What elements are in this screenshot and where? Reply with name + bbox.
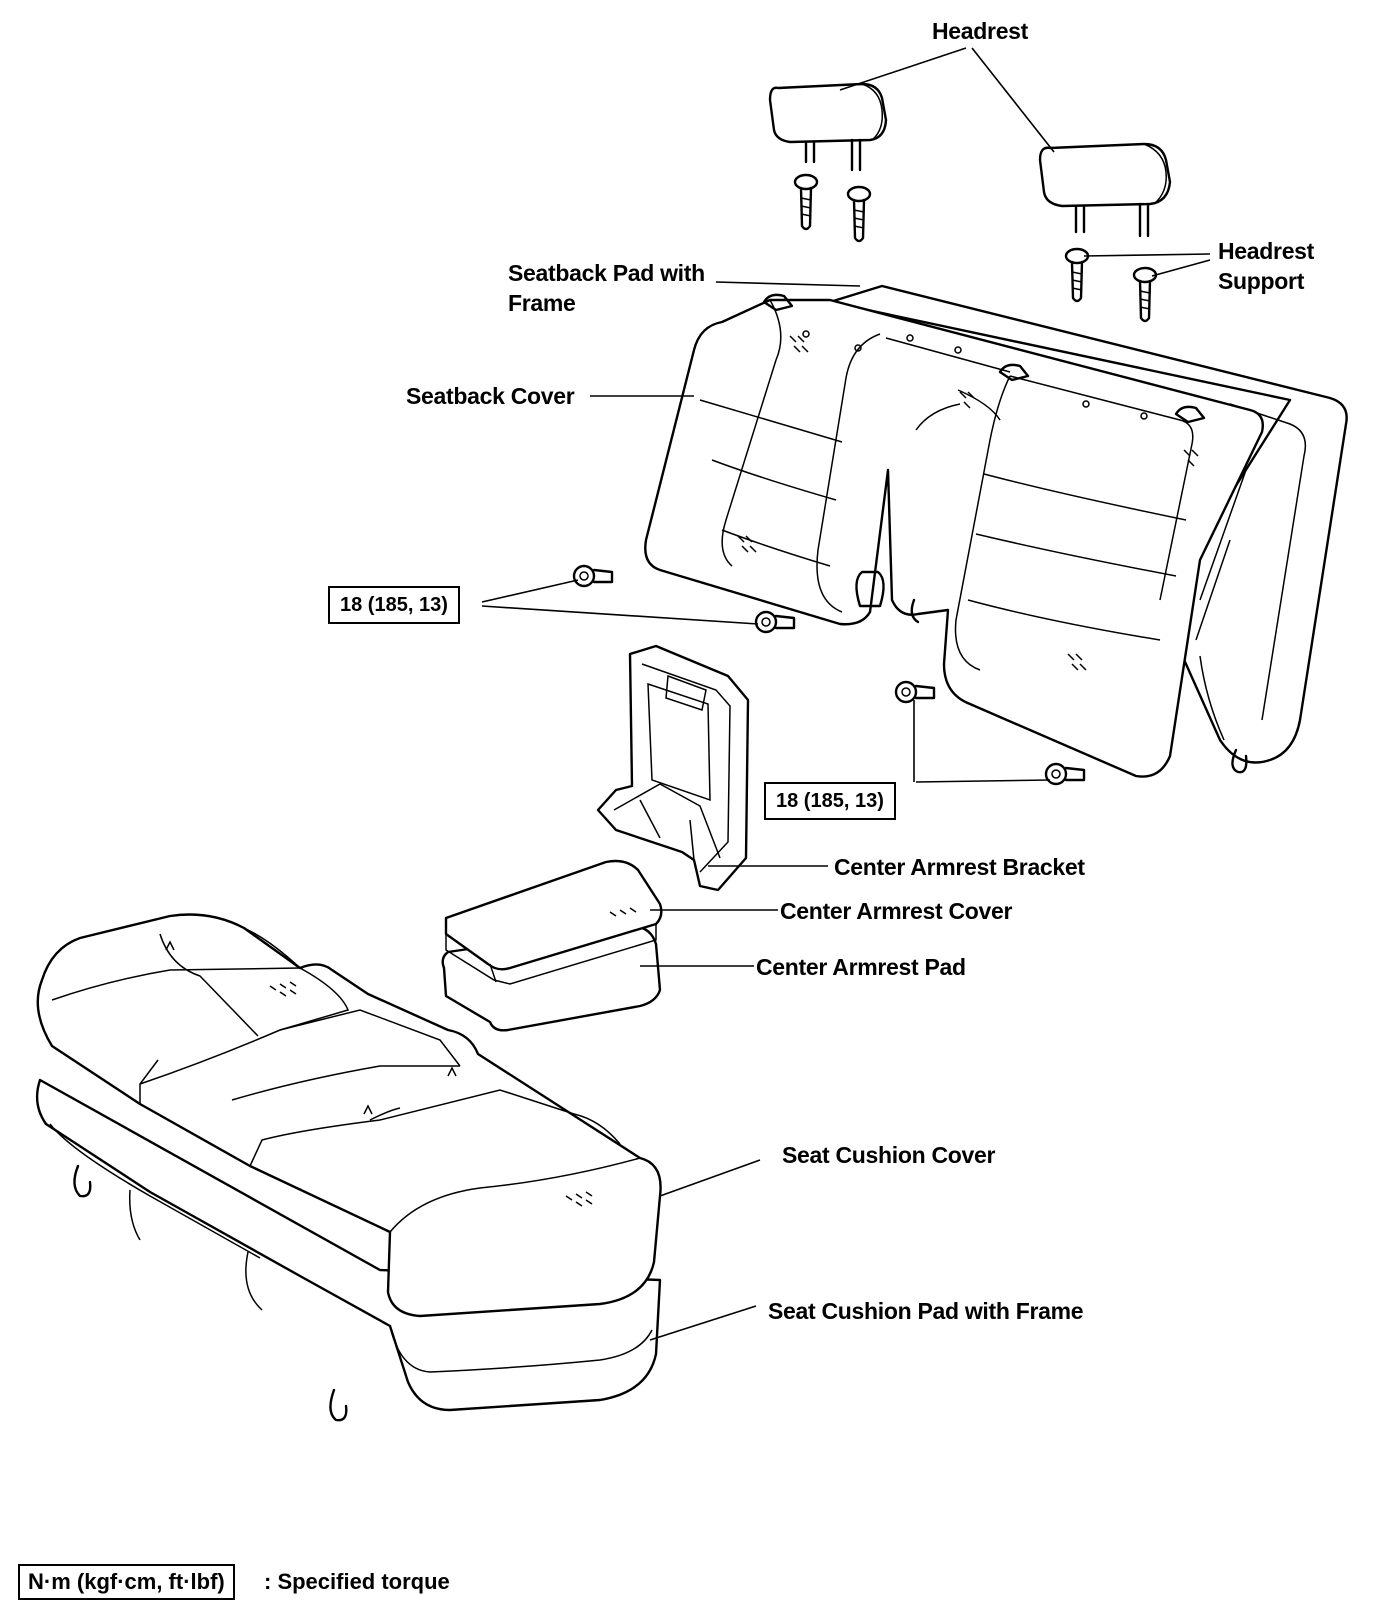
label-headrest-support-line1: Headrest: [1218, 238, 1315, 264]
label-seatback-pad-line2: Frame: [508, 290, 576, 316]
leader-lines: [481, 47, 1211, 1341]
bolt-upper-left: [572, 564, 614, 588]
label-seat-cushion-cover: Seat Cushion Cover: [782, 1142, 996, 1168]
torque-box-right: 18 (185, 13): [764, 782, 896, 820]
label-seatback-pad-line1: Seatback Pad with: [508, 260, 705, 286]
headrest-support-left-2: [846, 185, 872, 243]
bolt-right: [1044, 762, 1086, 786]
center-armrest-cover: [444, 859, 663, 985]
bolt-lower-left: [754, 610, 796, 634]
headrest-support-left-1: [793, 173, 819, 231]
center-armrest-bracket: [596, 644, 750, 892]
label-seat-cushion-pad: Seat Cushion Pad with Frame: [768, 1298, 1084, 1324]
headrest-left: [768, 82, 888, 172]
label-center-armrest-bracket: Center Armrest Bracket: [834, 854, 1085, 880]
label-headrest: Headrest: [932, 18, 1029, 44]
torque-box-left: 18 (185, 13): [328, 586, 460, 624]
label-center-armrest-cover: Center Armrest Cover: [780, 898, 1013, 924]
headrest-right: [1038, 142, 1172, 238]
label-headrest-support: Headrest Support: [1218, 236, 1314, 296]
label-seatback-cover: Seatback Cover: [406, 383, 575, 409]
headrest-support-right-1: [1064, 247, 1090, 303]
headrest-support-right-2: [1132, 266, 1158, 323]
seat-cushion-cover: [36, 913, 662, 1318]
bolt-center: [894, 680, 936, 704]
seat-cushion-pad-with-frame: [35, 1078, 662, 1422]
seatback-pad-with-frame: [828, 284, 1348, 774]
label-headrest-support-line2: Support: [1218, 268, 1305, 294]
seatback-cover: [644, 293, 1264, 778]
legend-description: : Specified torque: [264, 1569, 450, 1594]
label-center-armrest-pad: Center Armrest Pad: [756, 954, 966, 980]
legend-units-box: N·m (kgf·cm, ft·lbf): [18, 1564, 235, 1600]
label-seatback-pad: Seatback Pad with Frame: [508, 258, 705, 318]
